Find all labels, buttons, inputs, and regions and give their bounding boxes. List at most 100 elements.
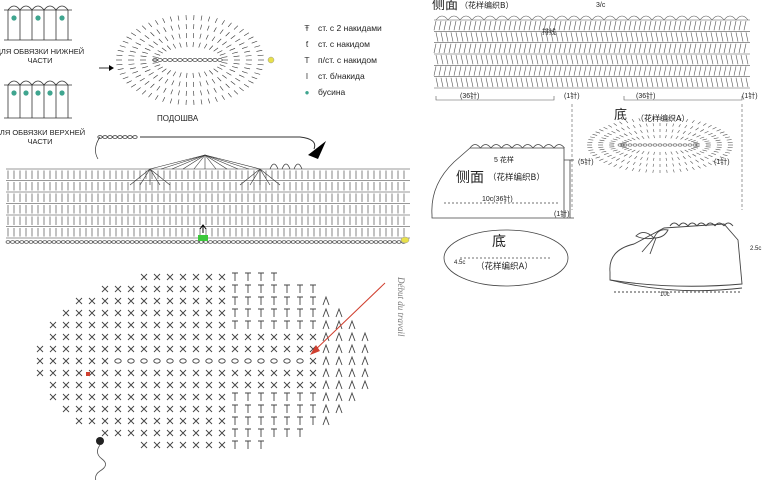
sole-stitch xyxy=(136,43,141,45)
cn-stitch xyxy=(661,78,663,87)
sc-stitch xyxy=(115,334,121,340)
sc-stitch xyxy=(76,298,82,304)
sc-stitch xyxy=(128,346,134,352)
sole-stitch xyxy=(157,86,160,90)
cn-stitch xyxy=(481,32,483,41)
cn-stitch xyxy=(456,55,458,64)
sc-stitch xyxy=(128,298,134,304)
sole-chain-stitch xyxy=(188,59,192,62)
cn-stitch xyxy=(601,55,603,64)
sole-stitch xyxy=(141,56,147,57)
cn-stitch xyxy=(499,44,501,53)
sc-stitch xyxy=(193,298,199,304)
sole-stitch xyxy=(158,67,163,70)
sole-stitch xyxy=(179,81,180,86)
sc-stitch xyxy=(89,334,95,340)
cn-oval-stitch xyxy=(612,131,616,133)
cn-oval-stitch xyxy=(599,159,603,161)
dc-stitch xyxy=(258,429,264,437)
sc-stitch xyxy=(141,274,147,280)
dc-stitch xyxy=(310,321,316,329)
row-chain-stitch xyxy=(176,241,180,244)
cn-stitch xyxy=(571,55,573,64)
cn-ribbon-note: 排线 xyxy=(542,27,556,37)
sole-stitch xyxy=(212,37,215,41)
cn-oval-stitch xyxy=(725,137,730,138)
cn-oval-stitch xyxy=(686,168,688,171)
cn-stitch xyxy=(459,44,461,53)
dc-stitch xyxy=(284,429,290,437)
cn-oval-stitch xyxy=(590,137,595,138)
cn-oval-stitch xyxy=(678,157,680,160)
cn-oval-stitch xyxy=(688,155,691,157)
cn-stitch xyxy=(736,55,738,64)
cn-stitch xyxy=(526,55,528,64)
row-chain-stitch xyxy=(75,241,79,244)
sc-stitch xyxy=(37,370,43,376)
sole-stitch xyxy=(244,68,250,69)
sc-stitch xyxy=(141,442,147,448)
dc-stitch xyxy=(310,309,316,317)
sole-chain-stitch xyxy=(218,59,222,62)
cn-stitch xyxy=(539,21,541,30)
cn-stitch xyxy=(716,55,718,64)
cn-stitch xyxy=(619,21,621,30)
cn-stitch xyxy=(521,78,523,87)
cn-oval-chain xyxy=(633,144,637,146)
cn-stitch xyxy=(621,32,623,41)
cn-stitch xyxy=(711,32,713,41)
cn-stitch xyxy=(511,78,513,87)
sc-stitch xyxy=(115,322,121,328)
cn-shoe-ribbon-icon xyxy=(642,238,656,254)
cn-stitch xyxy=(656,32,658,41)
row-chain-stitch xyxy=(218,241,222,244)
sc-stitch xyxy=(76,322,82,328)
cn-stitch xyxy=(571,78,573,87)
cn-oval-stitch xyxy=(636,151,639,153)
cn-stitch xyxy=(509,44,511,53)
sc-stitch xyxy=(154,286,160,292)
row-chain-stitch xyxy=(383,241,387,244)
cn-oval-stitch xyxy=(624,134,628,136)
sc-stitch xyxy=(76,310,82,316)
cn-stitch xyxy=(491,32,493,41)
cn-stitch xyxy=(746,78,748,87)
chain-stitch xyxy=(141,359,147,363)
cn-stitch xyxy=(504,21,506,30)
cn-stitch xyxy=(569,44,571,53)
sole-stitch xyxy=(242,47,248,49)
sc-stitch xyxy=(63,322,69,328)
cn-stitch xyxy=(486,78,488,87)
sole-stitch xyxy=(220,86,223,90)
sc-stitch xyxy=(167,274,173,280)
row-chain-stitch xyxy=(356,241,360,244)
sc-stitch xyxy=(76,346,82,352)
sole-stitch xyxy=(178,99,179,104)
dc-stitch xyxy=(245,321,251,329)
cn-scallop xyxy=(556,16,568,20)
cn-stitch xyxy=(689,21,691,30)
cn-scallop xyxy=(724,16,736,20)
sole-stitch xyxy=(200,34,201,39)
cn-stitch xyxy=(529,44,531,53)
sole-stitch xyxy=(153,62,159,63)
cn-stitch xyxy=(579,66,581,75)
cn-stitch xyxy=(496,78,498,87)
cn-oval-stitch xyxy=(683,131,686,134)
cn-stitch xyxy=(616,78,618,87)
cn-scallop xyxy=(508,16,520,20)
sc-stitch xyxy=(102,418,108,424)
cn-stitch xyxy=(654,21,656,30)
cn-oval-stitch xyxy=(616,129,620,131)
cn-oval-stitch xyxy=(646,164,647,167)
inc-stitch xyxy=(336,369,342,377)
cn-stitch xyxy=(571,32,573,41)
chain-stitch xyxy=(128,359,134,363)
sole-stitch xyxy=(179,34,180,39)
cn-stitch xyxy=(631,32,633,41)
cn-stitch xyxy=(646,78,648,87)
sole-stitch xyxy=(142,90,146,94)
cn-scallop xyxy=(712,16,724,20)
sc-stitch xyxy=(154,322,160,328)
